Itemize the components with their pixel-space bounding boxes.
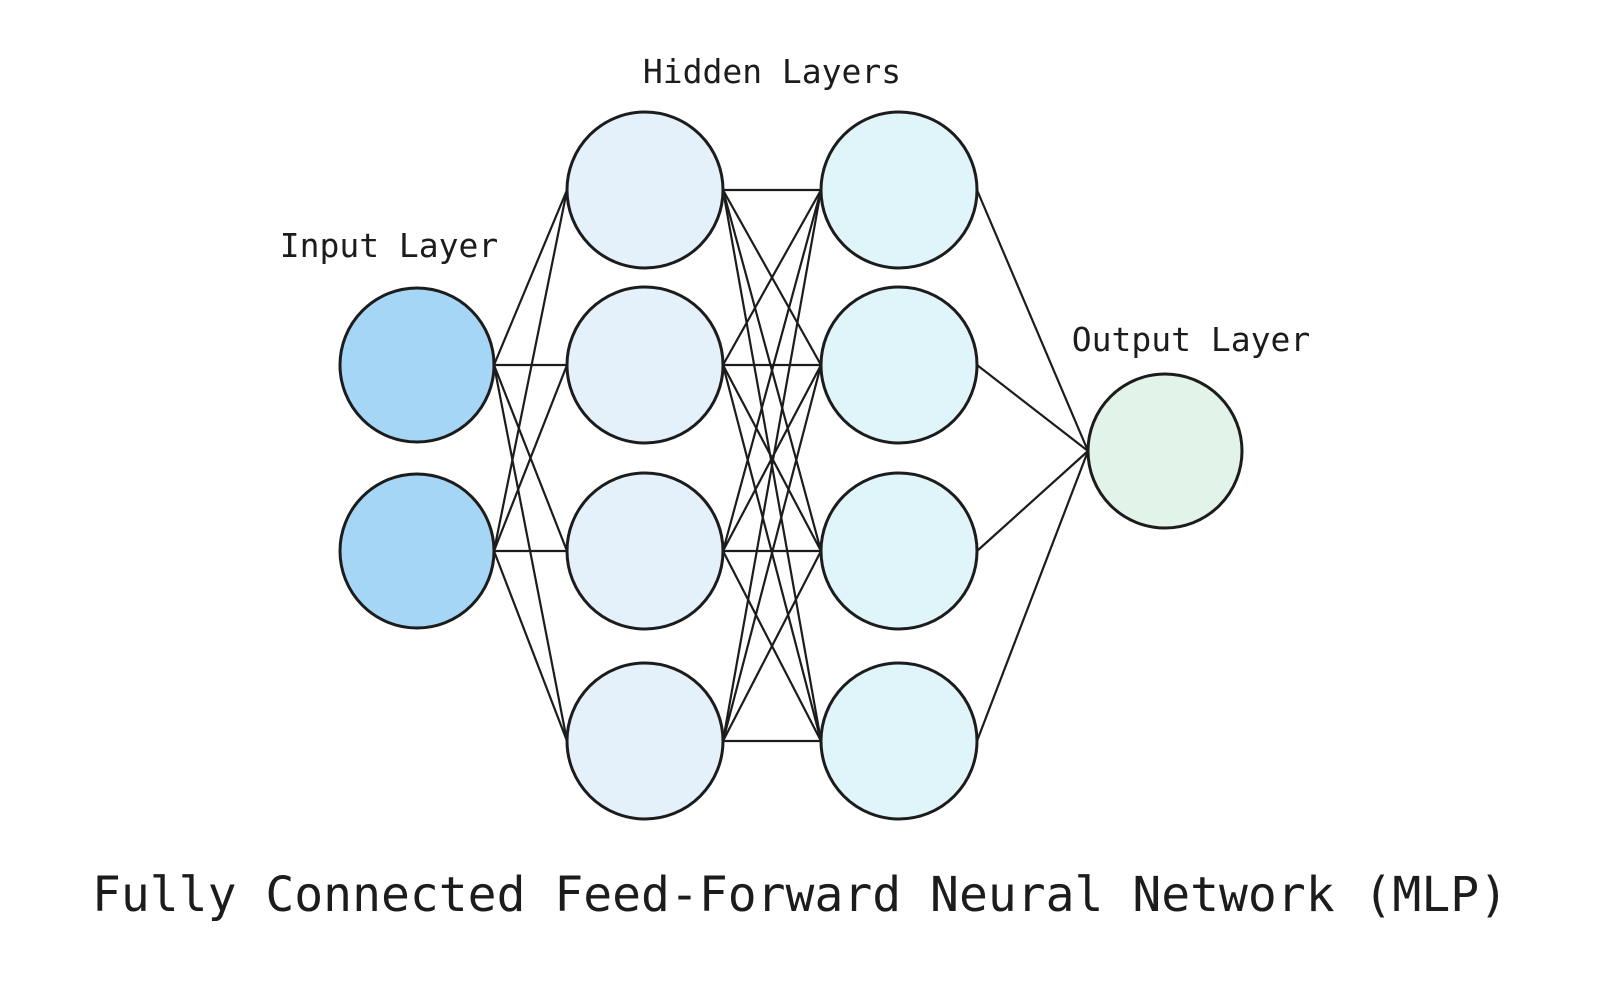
hidden-2-neuron-1	[819, 110, 979, 270]
hidden-1-neuron-2	[565, 285, 725, 445]
diagram-title: Fully Connected Feed-Forward Neural Netw…	[92, 867, 1508, 923]
edge-input-to-hidden-1	[492, 188, 569, 553]
output-neuron-1	[1086, 372, 1244, 530]
connection-lines	[492, 188, 1090, 743]
edge-input-to-hidden-1	[492, 188, 569, 367]
hidden-layers-label: Hidden Layers	[643, 52, 901, 91]
input-layer-label: Input Layer	[280, 226, 499, 265]
hidden-2-neuron-2	[819, 285, 979, 445]
edge-hidden-2-to-output	[975, 449, 1090, 743]
edge-input-to-hidden-1	[492, 549, 569, 743]
edge-hidden-1-to-hidden-2	[721, 549, 823, 743]
input-neuron-2	[338, 472, 496, 630]
neuron-nodes	[338, 110, 1244, 821]
hidden-1-neuron-3	[565, 471, 725, 631]
hidden-2-neuron-3	[819, 471, 979, 631]
edge-input-to-hidden-1	[492, 363, 569, 553]
hidden-1-neuron-4	[565, 661, 725, 821]
edge-hidden-2-to-output	[975, 188, 1090, 453]
input-neuron-1	[338, 286, 496, 444]
edge-hidden-1-to-hidden-2	[721, 188, 823, 553]
edge-hidden-1-to-hidden-2	[721, 188, 823, 367]
edge-hidden-1-to-hidden-2	[721, 363, 823, 743]
edge-hidden-1-to-hidden-2	[721, 363, 823, 553]
output-layer-label: Output Layer	[1072, 320, 1310, 359]
hidden-1-neuron-1	[565, 110, 725, 270]
edge-hidden-1-to-hidden-2	[721, 188, 823, 743]
edge-input-to-hidden-1	[492, 363, 569, 743]
hidden-2-neuron-4	[819, 661, 979, 821]
edge-hidden-2-to-output	[975, 363, 1090, 453]
edge-hidden-2-to-output	[975, 449, 1090, 553]
